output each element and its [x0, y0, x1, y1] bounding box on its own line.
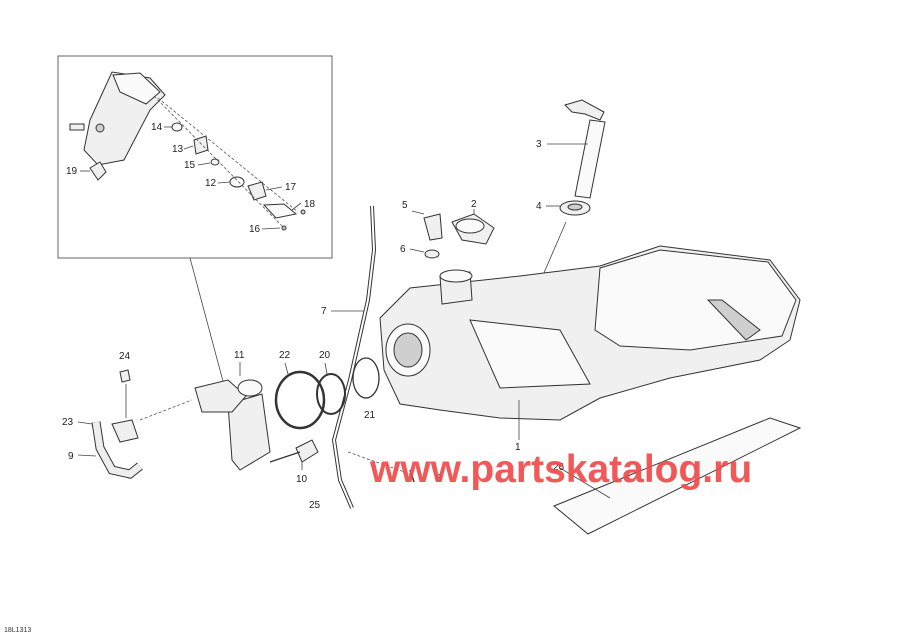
callout-4: 4 [536, 201, 542, 212]
callout-12: 12 [205, 178, 217, 189]
callout-7: 7 [321, 306, 327, 317]
callout-17: 17 [285, 182, 297, 193]
callout-22: 22 [279, 350, 291, 361]
callout-13: 13 [172, 144, 184, 155]
callout-10: 10 [296, 474, 308, 485]
callout-19: 19 [66, 166, 78, 177]
doc-id: 18L1313 [4, 627, 31, 634]
callout-2: 2 [471, 199, 477, 210]
callout-1: 1 [515, 442, 521, 453]
callout-11: 11 [234, 350, 245, 361]
lock-ring-22 [274, 370, 326, 430]
callout-3: 3 [536, 139, 542, 150]
sender-unit-3 [564, 99, 606, 199]
callout-20: 20 [319, 350, 331, 361]
fuel-hose-9 [91, 419, 143, 479]
bolt-8 [409, 469, 415, 483]
detail-inset-frame [57, 55, 333, 259]
callout-14: 14 [151, 122, 163, 133]
grommet-4 [559, 200, 591, 216]
callout-9: 9 [68, 451, 74, 462]
gasket-20 [316, 373, 346, 415]
gasket-6 [424, 249, 440, 259]
fuel-tank-1 [379, 245, 801, 421]
callout-5: 5 [402, 200, 408, 211]
strap-26 [553, 417, 802, 535]
inset-pump-housing [69, 71, 166, 166]
callout-16: 16 [249, 224, 261, 235]
callout-8: 8 [436, 473, 442, 484]
callout-26: 26 [553, 462, 565, 473]
fuel-cap-2 [451, 213, 495, 245]
fitting-10 [269, 439, 319, 463]
callout-21: 21 [364, 410, 376, 421]
vent-valve-5 [423, 213, 443, 241]
callout-6: 6 [400, 244, 406, 255]
callout-24: 24 [119, 351, 131, 362]
vent-tube-7 [331, 205, 377, 509]
inset-small-parts [171, 122, 306, 231]
fuel-pump-11 [194, 379, 271, 471]
inset-fitting-19 [89, 161, 107, 181]
callout-18: 18 [304, 199, 316, 210]
seal-21 [352, 357, 380, 399]
clip-24 [119, 369, 131, 383]
watermark: www.partskatalog.ru [369, 448, 752, 491]
callout-25: 25 [309, 500, 321, 511]
callout-23: 23 [62, 417, 74, 428]
callout-15: 15 [184, 160, 196, 171]
